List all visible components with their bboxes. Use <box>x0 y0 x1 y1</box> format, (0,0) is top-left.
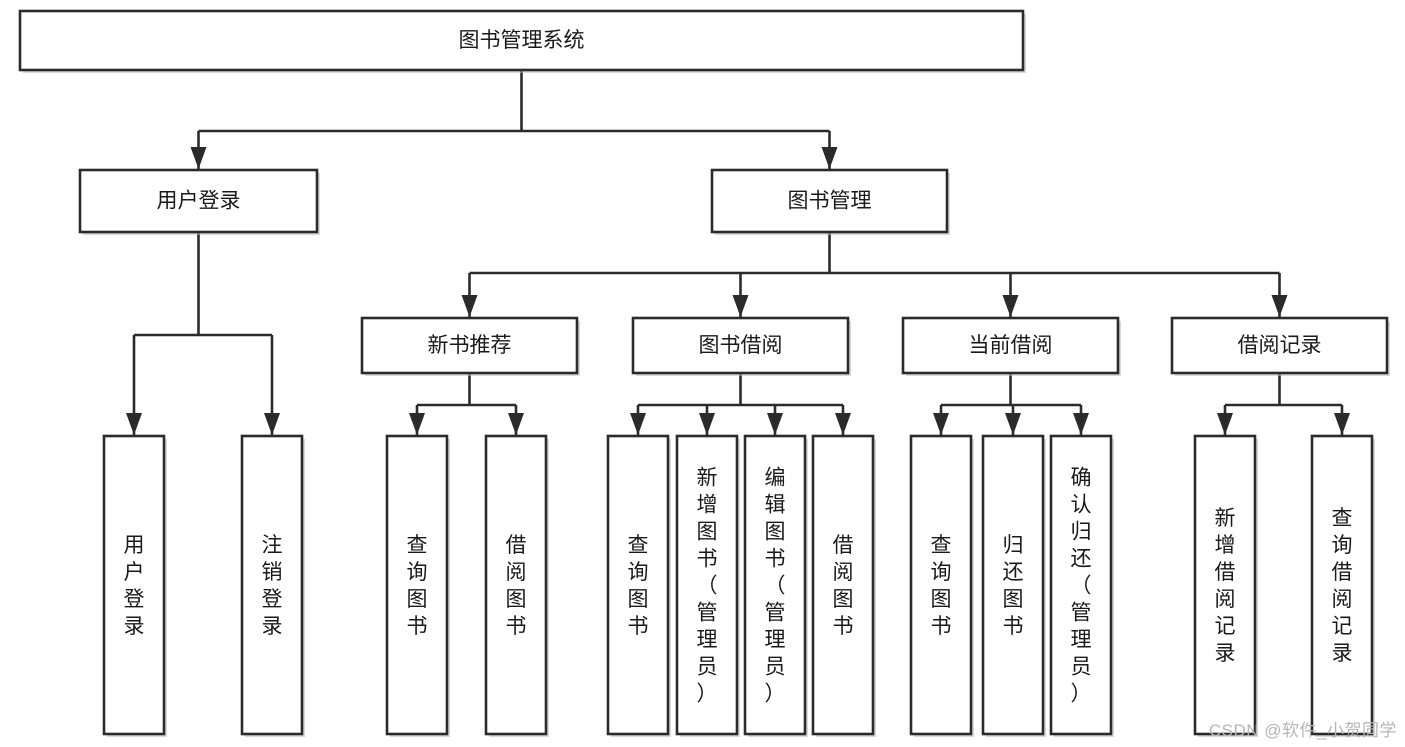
arrow-head-borrow-record <box>1271 295 1288 317</box>
node-box <box>1049 434 1113 736</box>
node-leaf-query-book-2[interactable]: 查询图书 <box>606 434 671 737</box>
node-leaf-add-record[interactable]: 新增借阅记录 <box>1193 434 1258 737</box>
node-leaf-query-book-3[interactable]: 查询图书 <box>909 434 974 737</box>
node-box <box>1310 434 1374 736</box>
node-label: 归还图书 <box>1003 534 1024 638</box>
node-label: 图书管理系统 <box>459 29 585 52</box>
arrow-head-leaf-add-book <box>699 413 715 435</box>
node-label: 用户登录 <box>157 190 241 213</box>
node-label: 新增借阅记录 <box>1215 507 1236 665</box>
node-leaf-borrow-book-2[interactable]: 借阅图书 <box>811 434 876 737</box>
arrow-head-leaf-query-book-3 <box>933 413 949 435</box>
node-box <box>606 434 670 736</box>
node-box <box>1193 434 1257 736</box>
node-box <box>1170 316 1389 375</box>
node-label: 编辑图书（管理员） <box>765 467 786 706</box>
node-leaf-user-login[interactable]: 用户登录 <box>102 434 167 737</box>
node-label: 借阅图书 <box>506 534 527 638</box>
node-leaf-add-book[interactable]: 新增图书（管理员） <box>675 434 740 737</box>
node-leaf-borrow-book-1[interactable]: 借阅图书 <box>484 434 549 737</box>
node-current-borrow[interactable]: 当前借阅 <box>901 316 1121 376</box>
node-root[interactable]: 图书管理系统 <box>18 9 1026 73</box>
node-label: 新书推荐 <box>428 334 512 357</box>
node-label: 图书管理 <box>788 190 872 213</box>
arrow-head-current-borrow <box>1002 295 1019 317</box>
arrow-head-leaf-return-book <box>1005 413 1021 435</box>
node-leaf-edit-book[interactable]: 编辑图书（管理员） <box>743 434 808 737</box>
node-borrow-record[interactable]: 借阅记录 <box>1170 316 1390 376</box>
node-box <box>743 434 807 736</box>
node-layer: 图书管理系统用户登录图书管理新书推荐图书借阅当前借阅借阅记录用户登录注销登录查询… <box>18 9 1390 737</box>
node-box <box>78 168 319 234</box>
node-label: 查询图书 <box>628 534 649 638</box>
node-leaf-confirm-return[interactable]: 确认归还（管理员） <box>1049 434 1114 737</box>
node-label: 图书借阅 <box>699 334 783 357</box>
node-label: 查询图书 <box>407 534 428 638</box>
node-box <box>981 434 1045 736</box>
node-box <box>631 316 850 375</box>
arrow-head-leaf-add-record <box>1217 413 1233 435</box>
node-label: 查询图书 <box>931 534 952 638</box>
arrow-head-leaf-edit-book <box>767 413 783 435</box>
node-box <box>710 168 949 234</box>
node-label: 查询借阅记录 <box>1332 507 1353 665</box>
node-box <box>901 316 1120 375</box>
arrow-head-leaf-confirm-return <box>1073 413 1089 435</box>
arrow-head-leaf-borrow-book-2 <box>835 413 851 435</box>
node-box <box>675 434 739 736</box>
node-label: 用户登录 <box>124 534 145 638</box>
node-leaf-query-book-1[interactable]: 查询图书 <box>385 434 450 737</box>
arrow-head-user-login <box>190 147 207 169</box>
node-label: 当前借阅 <box>969 334 1053 357</box>
node-box <box>102 434 166 736</box>
node-leaf-query-record[interactable]: 查询借阅记录 <box>1310 434 1375 737</box>
connector-layer <box>126 70 1350 435</box>
node-label: 借阅记录 <box>1238 334 1322 357</box>
arrow-head-leaf-query-record <box>1334 413 1350 435</box>
arrow-head-leaf-query-book-1 <box>409 413 425 435</box>
node-box <box>385 434 449 736</box>
node-box <box>811 434 875 736</box>
arrow-head-leaf-user-login <box>126 413 142 435</box>
node-leaf-user-logout[interactable]: 注销登录 <box>240 434 305 737</box>
arrow-head-new-book-recommend <box>461 295 478 317</box>
node-box <box>484 434 548 736</box>
arrow-head-leaf-user-logout <box>264 413 280 435</box>
watermark-text: CSDN @软件_小贺同学 <box>1208 721 1397 740</box>
arrow-head-book-manage <box>821 147 838 169</box>
node-new-book-recommend[interactable]: 新书推荐 <box>360 316 580 376</box>
node-label: 借阅图书 <box>833 534 854 638</box>
arrow-head-leaf-borrow-book-1 <box>508 413 524 435</box>
node-label: 注销登录 <box>262 534 283 638</box>
arrow-head-leaf-query-book-2 <box>630 413 646 435</box>
node-leaf-return-book[interactable]: 归还图书 <box>981 434 1046 737</box>
node-book-manage[interactable]: 图书管理 <box>710 168 950 235</box>
node-label: 新增图书（管理员） <box>697 467 718 706</box>
node-label: 确认归还（管理员） <box>1071 467 1092 706</box>
node-user-login[interactable]: 用户登录 <box>78 168 320 235</box>
arrow-head-book-borrow <box>732 295 749 317</box>
node-box <box>909 434 973 736</box>
node-box <box>18 9 1025 72</box>
node-book-borrow[interactable]: 图书借阅 <box>631 316 851 376</box>
node-box <box>240 434 304 736</box>
node-box <box>360 316 579 375</box>
